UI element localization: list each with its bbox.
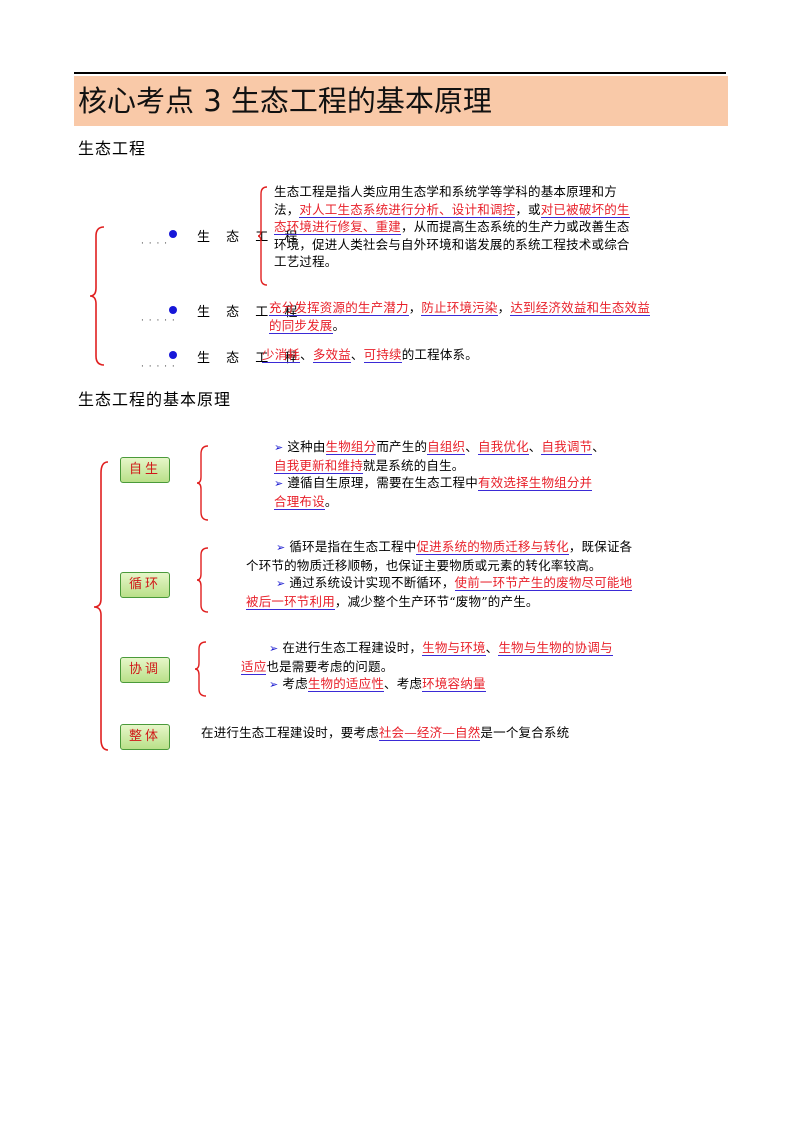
row3-features: 少消耗、多效益、可持续的工程体系。 [262,346,478,364]
def-text: ，从而提高生态系统的生产力或改善生态环境，促进人类社会与自外环境和谐发展的系统工… [274,219,630,269]
row3-dots: · · · · · [141,362,176,372]
principle-box-xunhuan: 循环 [120,572,170,598]
bullet-dot [169,351,177,359]
text: 也是需要考虑的问题。 [266,658,394,674]
highlight: 使前一环节产生的废物尽可能地被后一环节利用 [246,575,633,610]
zisheng-brace [196,445,209,521]
zisheng-point-2: ➢遵循自生原理，需要在生态工程中有效选择生物组分并合理布设。 [248,474,594,510]
xietiao-text: ➢在进行生态工程建设时，生物与环境、生物与生物的协调与适应也是需要考虑的问题。 … [241,639,621,694]
text: 就是系统的自生。 [362,457,465,473]
row2-dots: · · · · · [141,316,176,326]
goal-sep: ， [408,300,422,315]
text: 、 [465,439,478,454]
xunhuan-point-2: ➢通过系统设计实现不断循环，使前一环节产生的废物尽可能地被后一环节利用，减少整个… [246,574,638,610]
arrow-icon: ➢ [274,441,284,454]
highlight: 促进系统的物质迁移与转化 [416,539,569,555]
xietiao-brace [194,641,207,697]
feature-highlight: 多效益 [312,347,351,363]
text: 循环是指在生态工程中 [289,539,417,554]
highlight: 环境容纳量 [422,676,486,692]
feature-highlight: 少消耗 [262,347,301,363]
feature-sep: 的工程体系。 [401,347,478,362]
zisheng-point-1: ➢这种由生物组分而产生的自组织、自我优化、自我调节、自我更新和维持就是系统的自生… [248,438,608,474]
top-rule [74,72,726,74]
goal-sep: ， [497,300,511,315]
text: 通过系统设计实现不断循环， [289,575,455,590]
goal-highlight: 达到经济效益和生态效益的同步发展 [269,300,651,334]
row2-goals: 充分发挥资源的生产潜力，防止环境污染，达到经济效益和生态效益的同步发展。 [269,299,655,334]
goal-highlight: 充分发挥资源的生产潜力 [269,300,409,316]
bullet-dot [169,306,177,314]
text: 而产生的 [376,439,428,454]
xunhuan-text: ➢循环是指在生态工程中促进系统的物质迁移与转化，既保证各个环节的物质迁移顺畅，也… [246,538,638,610]
text: 考虑 [282,676,308,691]
xunhuan-brace [196,547,209,613]
highlight: 生物与生物的协调与适应 [241,640,613,675]
def-highlight: 对已被破坏的生态环境进行修复、重建 [274,201,630,235]
row3-label: 生 态 工 程 [197,351,304,366]
def-text: 生态工程是指人类应用生态学和系统学等学科的基本原理和方法， [274,184,617,217]
text: ，既保证各个环节的物质迁移顺畅，也保证主要物质或元素的转化率较高。 [246,539,633,573]
section-heading-eco-engineering: 生态工程 [78,139,147,158]
def-highlight: 对人工生态系统进行分析、设计和调控 [299,201,516,218]
principle-box-xietiao: 协调 [120,657,170,683]
text: ，减少整个生产环节“废物”的产生。 [334,593,539,609]
text: 、考虑 [384,676,423,691]
arrow-icon: ➢ [276,577,286,590]
highlight: 自我优化 [477,439,529,455]
text: 。 [324,493,338,509]
highlight: 自组织 [427,439,466,455]
xietiao-point-1: ➢在进行生态工程建设时，生物与环境、生物与生物的协调与适应也是需要考虑的问题。 [241,639,621,675]
page-title: 核心考点 3 生态工程的基本原理 [78,84,492,118]
bullet-dot [169,230,177,238]
text: 、 [528,439,542,454]
xunhuan-point-1: ➢循环是指在生态工程中促进系统的物质迁移与转化，既保证各个环节的物质迁移顺畅，也… [246,538,638,574]
zisheng-text: ➢这种由生物组分而产生的自组织、自我优化、自我调节、自我更新和维持就是系统的自生… [248,438,608,510]
text: 遵循自生原理，需要在生态工程中 [287,475,478,490]
feature-highlight: 可持续 [363,347,402,363]
def-text: ，或 [515,201,541,217]
highlight: 生物的适应性 [307,676,385,692]
highlight: 生物组分 [325,439,377,455]
row1-definition: 生态工程是指人类应用生态学和系统学等学科的基本原理和方法，对人工生态系统进行分析… [274,183,640,271]
row1-dots: · · · · [141,239,169,249]
text: 在进行生态工程建设时，要考虑 [201,725,379,740]
text: 是一个复合系统 [480,725,570,740]
arrow-icon: ➢ [269,642,279,655]
row1-brace [257,186,268,286]
title-bar [74,76,728,126]
xietiao-point-2: ➢考虑生物的适应性、考虑环境容纳量 [241,675,621,694]
highlight: 自我调节 [541,439,593,455]
arrow-icon: ➢ [276,541,286,554]
text: 这种由 [287,439,326,454]
feature-sep: 、 [300,347,313,362]
principle-box-zhengti: 整体 [120,724,170,750]
section-heading-principles: 生态工程的基本原理 [78,390,232,409]
goal-highlight: 防止环境污染 [421,300,498,316]
goal-sep: 。 [332,317,346,333]
outer-brace-section1 [89,226,105,366]
principle-box-zisheng: 自生 [120,457,170,483]
highlight: 生物与环境 [422,640,486,656]
zhengti-text: 在进行生态工程建设时，要考虑社会—经济—自然是一个复合系统 [201,724,611,751]
arrow-icon: ➢ [269,678,279,691]
highlight: 社会—经济—自然 [378,725,481,741]
highlight: 有效选择生物组分并合理布设 [274,475,593,510]
text: 在进行生态工程建设时， [282,640,423,655]
row1-label: 生 态 工 程 [197,230,304,245]
arrow-icon: ➢ [274,477,284,490]
outer-brace-section2 [93,461,109,751]
highlight: 自我更新和维持 [274,457,363,474]
text: 、 [485,640,499,655]
text: 、 [592,439,605,454]
row2-label: 生 态 工 程 [197,305,304,320]
feature-sep: 、 [350,347,364,362]
